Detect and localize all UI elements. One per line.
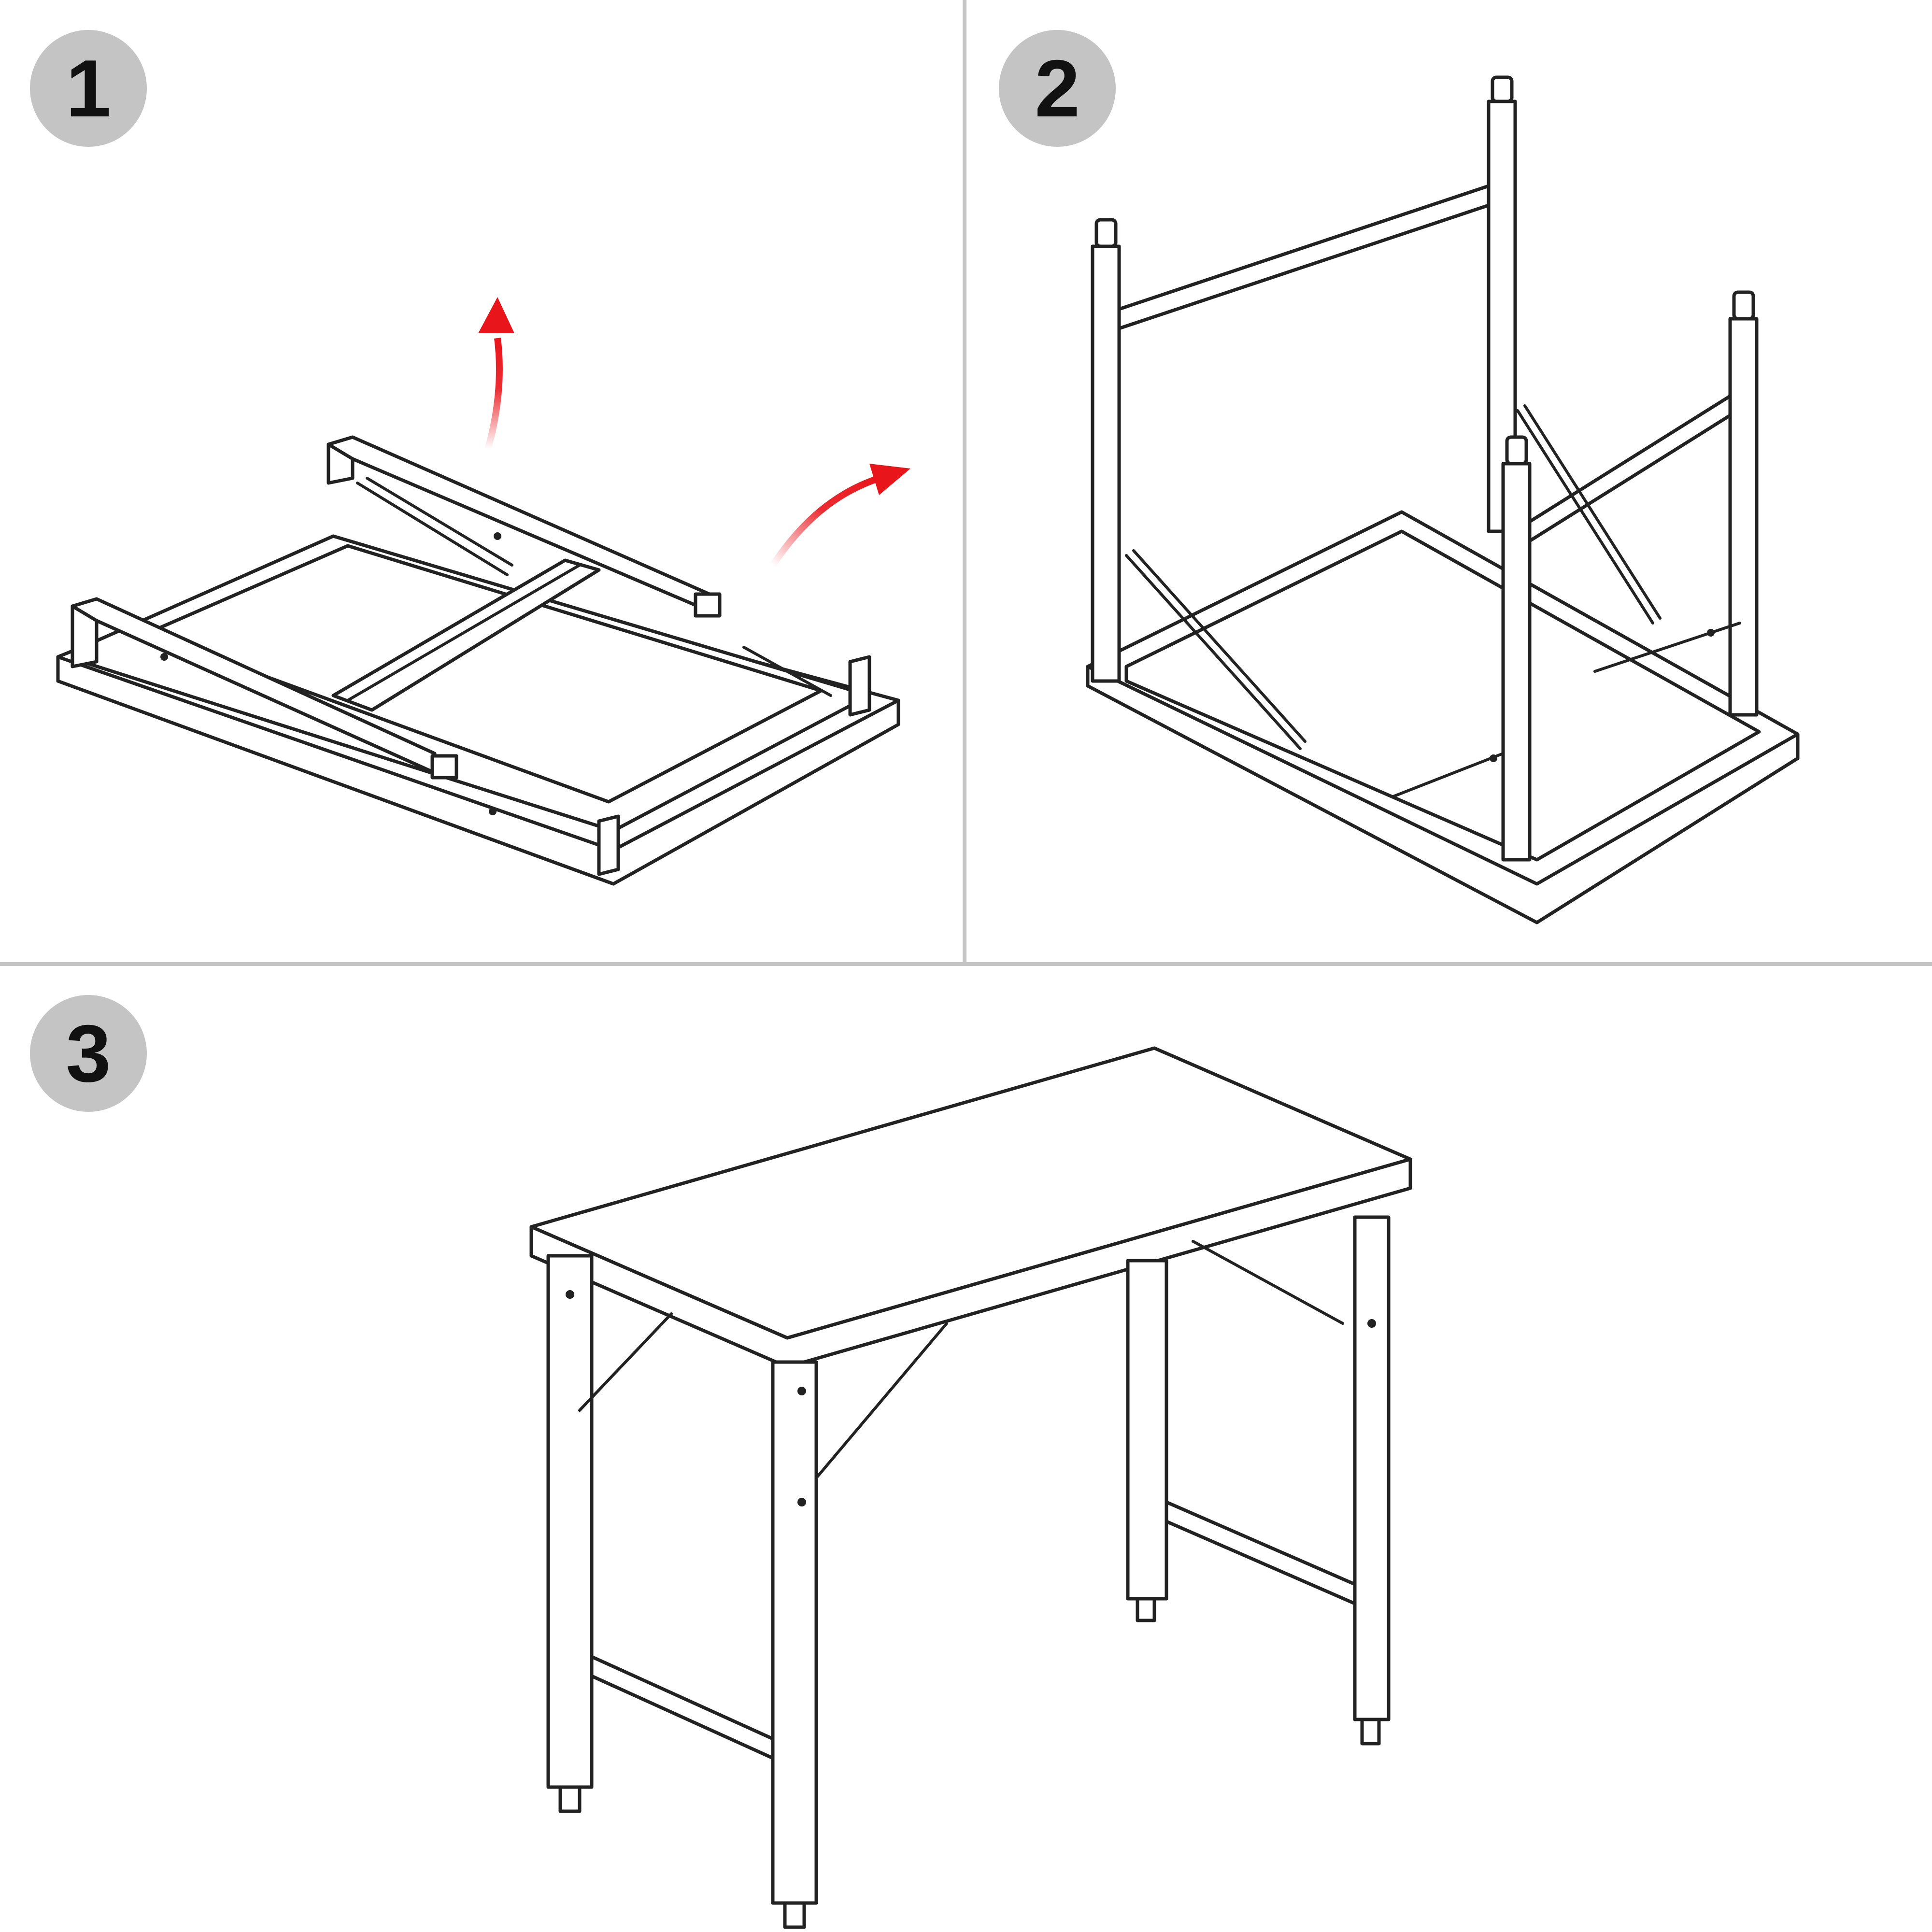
upside-down-table-icon (1086, 75, 1800, 924)
step-1-number: 1 (66, 43, 111, 134)
step-2-number: 2 (1035, 43, 1080, 134)
curved-arrow-icon (770, 475, 881, 567)
step-3-number: 3 (66, 1008, 111, 1099)
curved-arrow-icon (484, 338, 503, 450)
horizontal-divider (0, 962, 1932, 966)
folded-table-icon (56, 297, 910, 886)
vertical-divider (963, 0, 966, 966)
step-3-badge: 3 (30, 995, 147, 1112)
step-1-badge: 1 (30, 30, 147, 147)
assembled-table-icon (529, 1046, 1412, 1929)
step-2-badge: 2 (999, 30, 1116, 147)
